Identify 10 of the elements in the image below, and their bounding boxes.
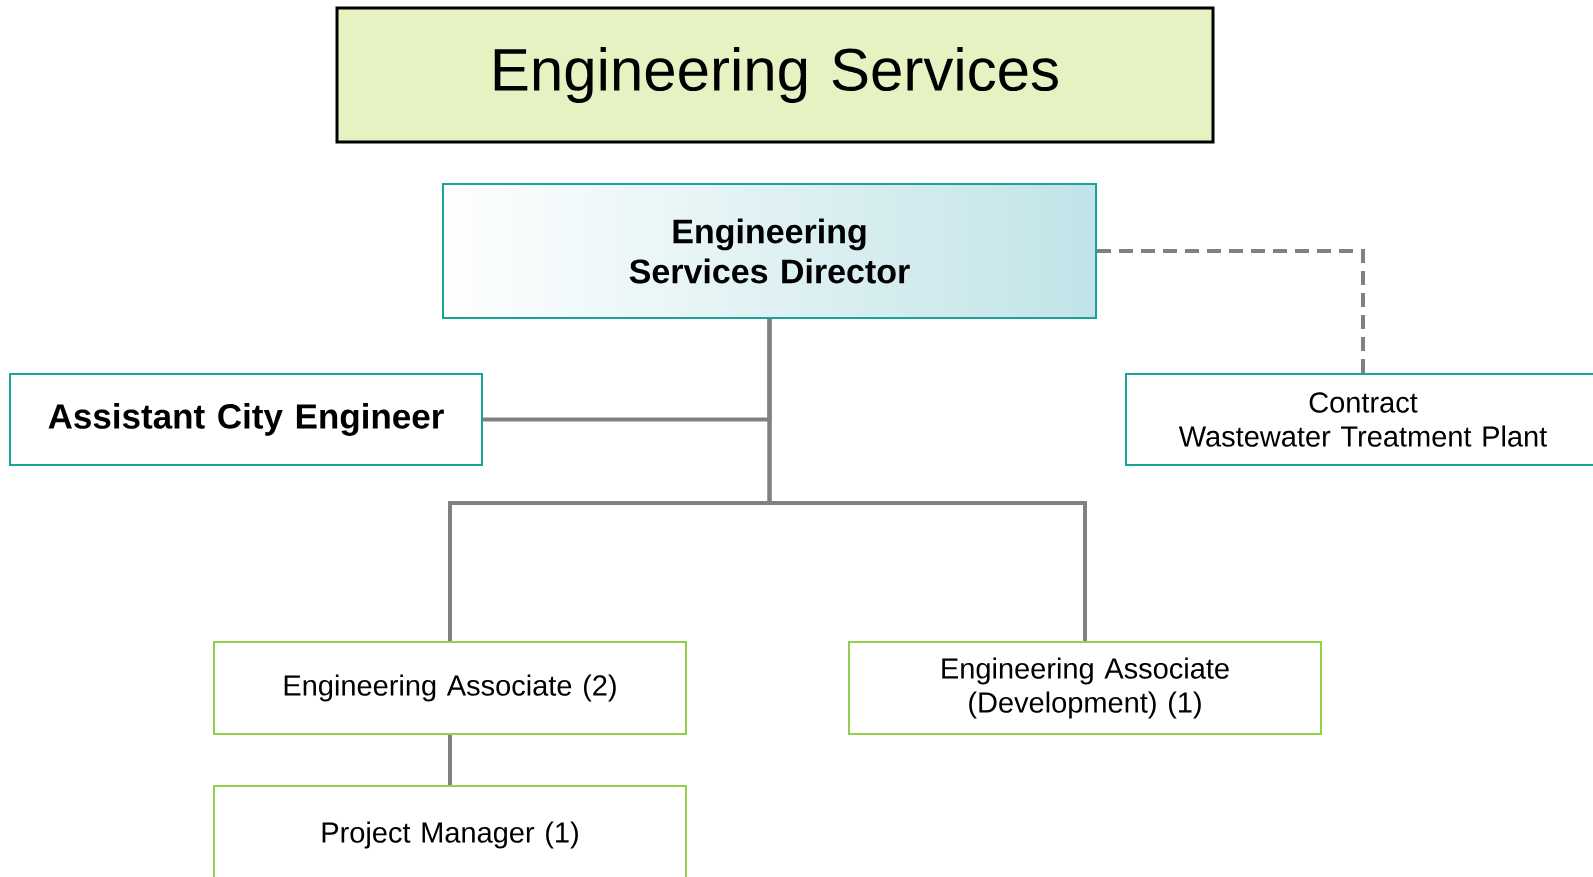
position-box: Assistant City Engineer: [9, 373, 483, 466]
title-box: Engineering Services: [335, 6, 1215, 144]
connector-line: [767, 319, 1087, 641]
connector-line: [448, 735, 452, 785]
director-box: Engineering Services Director: [442, 183, 1097, 319]
dashed-connector: [1097, 249, 1365, 373]
position-box: Project Manager (1): [213, 785, 687, 877]
position-box: Engineering Associate (Development) (1): [848, 641, 1322, 735]
position-box: Engineering Associate (2): [213, 641, 687, 735]
position-box: Contract Wastewater Treatment Plant: [1125, 373, 1593, 466]
